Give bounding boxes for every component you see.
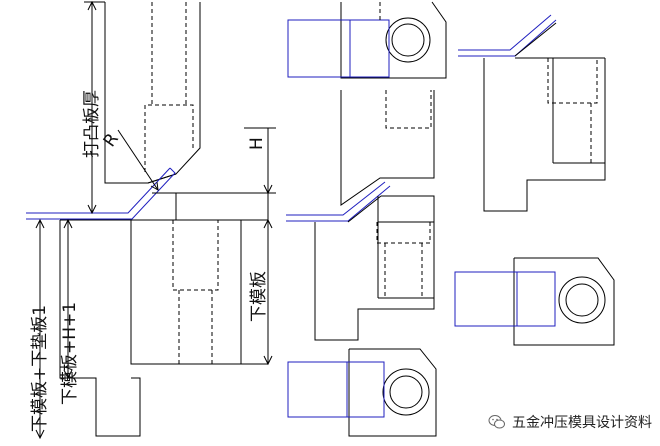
height-label: H	[247, 137, 267, 150]
part-side-view-top-right	[458, 15, 605, 211]
plan-view-bottom	[288, 349, 436, 436]
watermark: 五金冲压模具设计资料	[488, 412, 652, 432]
center-section	[286, 90, 434, 340]
lower-die-plate-left-label: 下模板+下垫板1	[30, 305, 50, 432]
punch-thickness-label: 打凸板厚	[82, 90, 102, 158]
sheet-metal-part	[26, 168, 170, 213]
plan-view-right	[455, 258, 614, 345]
plan-view-top	[288, 2, 446, 78]
main-assembly	[26, 2, 276, 438]
lower-die-outline	[131, 193, 268, 364]
wechat-icon	[488, 415, 505, 429]
lower-die-plate-right-label: 下模板	[249, 271, 269, 322]
upper-punch-outline	[105, 2, 200, 183]
watermark-text: 五金冲压模具设计资料	[512, 415, 652, 431]
lower-die-plate-h-label: 下模板+H+1	[60, 302, 80, 405]
